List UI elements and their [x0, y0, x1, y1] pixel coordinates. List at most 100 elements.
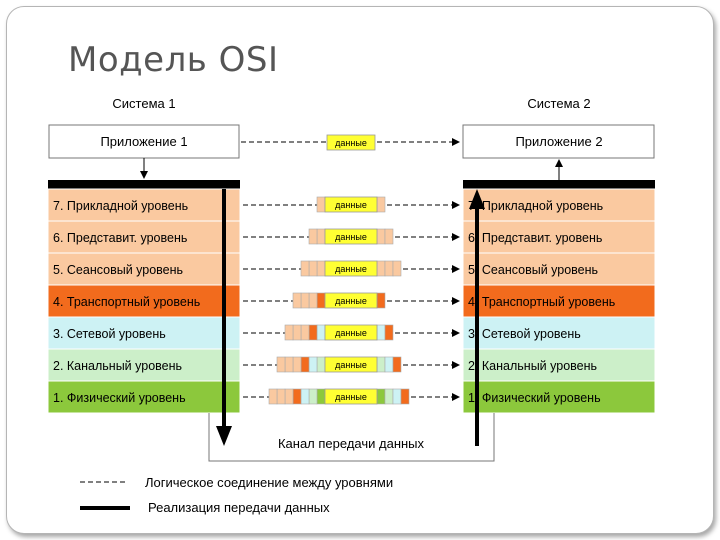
packet-trailer: [376, 356, 386, 373]
packet-trailer: [392, 260, 402, 277]
packet-payload-label: данные: [335, 264, 367, 274]
layer-label: 7. Прикладной уровень: [53, 199, 188, 213]
packet-header: [292, 292, 302, 309]
system1-label: Система 1: [112, 96, 175, 111]
packet-header: [308, 292, 318, 309]
packet-header: [316, 292, 326, 309]
app2-label: Приложение 2: [515, 134, 602, 149]
packet-payload: [324, 324, 378, 341]
packet-payload: [324, 356, 378, 373]
packet-payload: [324, 292, 378, 309]
packet-trailer: [392, 388, 402, 405]
layer-label: 4. Транспортный уровень: [468, 295, 615, 309]
packet-header: [308, 324, 318, 341]
packet-header: [292, 356, 302, 373]
packet-payload-label: данные: [335, 200, 367, 210]
packet-header: [308, 260, 318, 277]
receive-arrow-head: [469, 189, 485, 209]
send-arrow-head: [216, 426, 232, 446]
packet-payload-label: данные: [335, 392, 367, 402]
system1-stack: 7. Прикладной уровень 6. Представит. уров…: [47, 188, 241, 414]
layer-label: 6. Представит. уровень: [468, 231, 602, 245]
data-packet-layer-3: данные: [284, 324, 394, 341]
packet-trailer: [376, 260, 386, 277]
data-packet-layer-4: данные: [292, 292, 386, 309]
stack2-layer-5: 5. Сеансовый уровень: [462, 252, 656, 286]
packet-header: [284, 356, 294, 373]
stack2-layer-6: 6. Представит. уровень: [462, 220, 656, 254]
packet-payload: [324, 388, 378, 405]
packet-header: [268, 388, 278, 405]
stack1-layer-5: 5. Сеансовый уровень: [47, 252, 241, 286]
packet-header: [284, 388, 294, 405]
layer-label: 1. Физический уровень: [468, 391, 601, 405]
layer-label: 4. Транспортный уровень: [53, 295, 200, 309]
data-packet-layer-6: данные: [308, 228, 394, 245]
stack1-layer-4: 4. Транспортный уровень: [47, 284, 241, 318]
system2-label: Система 2: [527, 96, 590, 111]
packet-trailer: [384, 260, 394, 277]
data-packet-layer-5: данные: [300, 260, 402, 277]
packet-header: [292, 324, 302, 341]
packet-header: [308, 356, 318, 373]
packet-payload: [324, 196, 378, 213]
packet-header: [316, 388, 326, 405]
packet-payload-label: данные: [335, 328, 367, 338]
packet-payload-label: данные: [335, 360, 367, 370]
packet-header: [276, 388, 286, 405]
stack1-layer-2: 2. Канальный уровень: [47, 348, 241, 382]
layer-label: 7. Прикладной уровень: [468, 199, 603, 213]
stack1-top-bar: [48, 180, 240, 189]
packet-header: [300, 260, 310, 277]
packet-trailer: [384, 388, 394, 405]
stack1-layer-6: 6. Представит. уровень: [47, 220, 241, 254]
packet-trailer: [384, 356, 394, 373]
layer-label: 3. Сетевой уровень: [468, 327, 581, 341]
packet-header: [300, 356, 310, 373]
stack2-top-bar: [463, 180, 655, 189]
packet-header: [316, 324, 326, 341]
packet-trailer: [384, 324, 394, 341]
packet-header: [292, 388, 302, 405]
packet-payload-label: данные: [335, 232, 367, 242]
layer-label: 3. Сетевой уровень: [53, 327, 166, 341]
packet-trailer: [376, 388, 386, 405]
packet-trailer: [376, 196, 386, 213]
layer-label: 6. Представит. уровень: [53, 231, 187, 245]
packet-payload: [324, 260, 378, 277]
system2-stack: 7. Прикладной уровень 6. Представит. уров…: [462, 188, 656, 414]
packet-payload-label: данные: [335, 296, 367, 306]
stack2-layer-1: 1. Физический уровень: [462, 380, 656, 414]
packet-trailer: [376, 292, 386, 309]
packet-trailer: [392, 356, 402, 373]
stack2-layer-4: 4. Транспортный уровень: [462, 284, 656, 318]
packet-header: [316, 228, 326, 245]
legend-physical-text: Реализация передачи данных: [148, 500, 330, 515]
packet-header: [316, 196, 326, 213]
packet-header: [316, 356, 326, 373]
channel-label: Канал передачи данных: [278, 436, 425, 451]
stack1-layer-1: 1. Физический уровень: [47, 380, 241, 414]
stack2-layer-3: 3. Сетевой уровень: [462, 316, 656, 350]
stack1-layer-7: 7. Прикладной уровень: [47, 188, 241, 222]
layer-label: 2. Канальный уровень: [53, 359, 182, 373]
data-packet-layer-2: данные: [276, 356, 402, 373]
packet-header: [276, 356, 286, 373]
packet-header: [284, 324, 294, 341]
packet-trailer: [376, 228, 386, 245]
packet-header: [300, 388, 310, 405]
channel-line: [208, 413, 495, 462]
app-data-packet-label: данные: [335, 138, 367, 148]
stack2-layer-7: 7. Прикладной уровень: [462, 188, 656, 222]
slide-title: Модель OSI: [68, 40, 279, 80]
legend-logical-text: Логическое соединение между уровнями: [145, 475, 393, 490]
packet-trailer: [400, 388, 410, 405]
layer-label: 5. Сеансовый уровень: [53, 263, 183, 277]
packet-header: [308, 228, 318, 245]
packet-trailer: [376, 324, 386, 341]
layer-label: 2. Канальный уровень: [468, 359, 597, 373]
app-data-packet: данные: [326, 134, 376, 151]
packet-trailer: [384, 228, 394, 245]
packet-header: [300, 324, 310, 341]
